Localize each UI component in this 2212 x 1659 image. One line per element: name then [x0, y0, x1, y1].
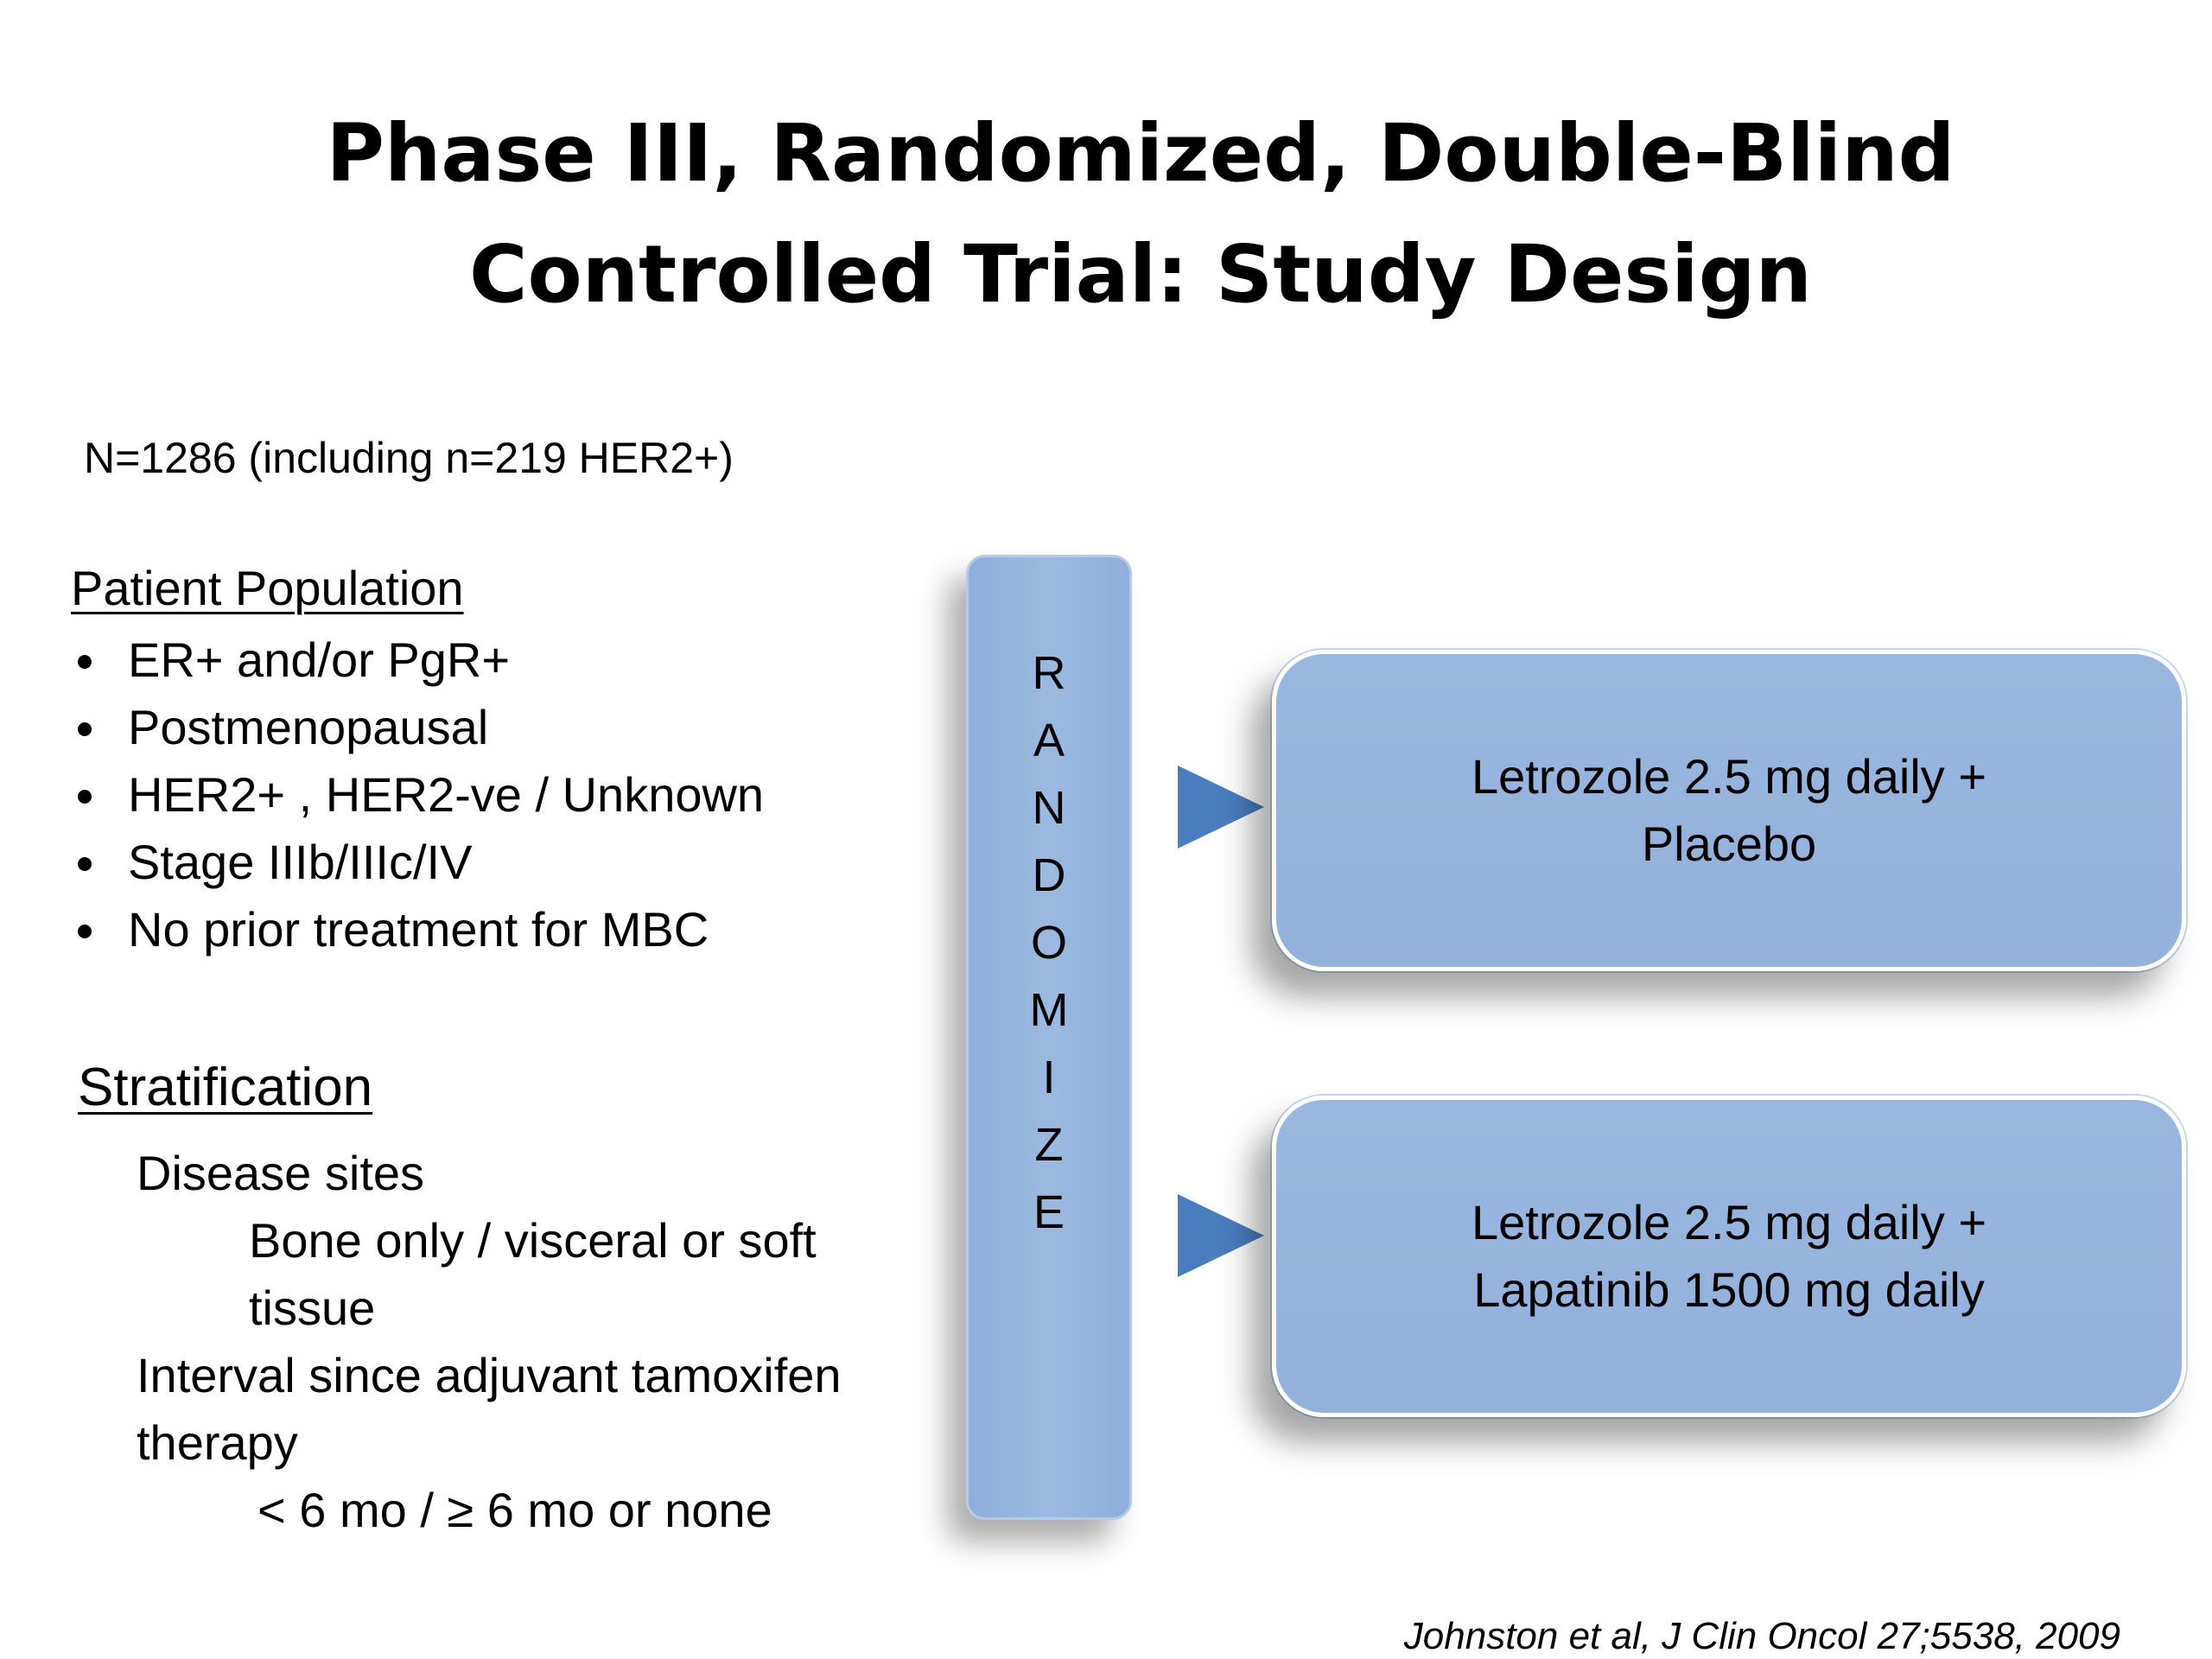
population-item-text: Postmenopausal: [128, 700, 489, 754]
slide-title-line-1: Phase III, Randomized, Double-Blind: [326, 107, 1955, 200]
stratification-levels-interval: < 6 mo / ≥ 6 mo or none: [257, 1483, 772, 1537]
arm-1-arrow-icon: [1178, 766, 1264, 849]
stratification-factor-interval-line-2: therapy: [137, 1415, 298, 1470]
stratification-factor-disease-sites: Disease sites: [137, 1146, 425, 1200]
randomize-bar: R A N D O M I Z E: [966, 555, 1132, 1520]
arm-2-arrow-icon: [1178, 1194, 1264, 1277]
arm-2-label: Letrozole 2.5 mg daily + Lapatinib 1500 …: [1471, 1189, 1986, 1324]
randomize-letter: D: [1032, 849, 1066, 901]
bullet-icon: [78, 655, 92, 669]
population-item: Stage IIIb/IIIc/IV: [71, 829, 764, 896]
bullet-icon: [78, 925, 92, 938]
population-item-text: HER2+ , HER2-ve / Unknown: [128, 767, 765, 822]
arm-1-label: Letrozole 2.5 mg daily + Placebo: [1471, 743, 1986, 878]
randomize-letter: R: [1032, 647, 1066, 699]
randomize-letter: I: [1042, 1052, 1056, 1103]
bullet-icon: [78, 790, 92, 804]
population-item-text: ER+ and/or PgR+: [128, 632, 511, 687]
randomize-letter: A: [1033, 715, 1065, 766]
population-item: No prior treatment for MBC: [71, 896, 764, 963]
randomize-letter: M: [1029, 984, 1069, 1036]
population-item: ER+ and/or PgR+: [71, 626, 764, 694]
population-item-text: No prior treatment for MBC: [128, 902, 709, 957]
slide-title: Phase III, Randomized, Double-Blind Cont…: [0, 93, 2212, 335]
arm-1-line-1: Letrozole 2.5 mg daily +: [1471, 749, 1987, 804]
randomize-letter: Z: [1034, 1119, 1064, 1171]
arm-1-line-2: Placebo: [1641, 817, 1817, 871]
stratification-heading: Stratification: [78, 1058, 373, 1117]
arm-1-box: Letrozole 2.5 mg daily + Placebo: [1272, 650, 2186, 971]
randomize-letter: N: [1032, 782, 1066, 834]
citation: Johnston et al, J Clin Oncol 27;5538, 20…: [1403, 1615, 2120, 1657]
arm-2-line-1: Letrozole 2.5 mg daily +: [1471, 1195, 1987, 1249]
population-item-text: Stage IIIb/IIIc/IV: [128, 835, 473, 889]
enrollment-count: N=1286 (including n=219 HER2+): [84, 434, 734, 482]
slide-title-line-2: Controlled Trial: Study Design: [468, 228, 1813, 321]
stratification-factor-interval-line-1: Interval since adjuvant tamoxifen: [137, 1348, 842, 1402]
bullet-icon: [78, 857, 92, 871]
arm-2-box: Letrozole 2.5 mg daily + Lapatinib 1500 …: [1272, 1096, 2186, 1417]
bullet-icon: [78, 722, 92, 736]
patient-population-list: ER+ and/or PgR+ Postmenopausal HER2+ , H…: [71, 626, 764, 963]
randomize-letter: O: [1030, 917, 1067, 969]
population-item: Postmenopausal: [71, 694, 764, 761]
arm-2-line-2: Lapatinib 1500 mg daily: [1473, 1262, 1985, 1317]
stratification-levels-disease-sites-line-2: tissue: [249, 1281, 376, 1335]
randomize-letter: E: [1033, 1186, 1065, 1238]
stratification-levels-disease-sites-line-1: Bone only / visceral or soft: [249, 1213, 817, 1268]
randomize-label: R A N D O M I Z E: [969, 639, 1129, 1246]
patient-population-heading: Patient Population: [71, 561, 464, 615]
population-item: HER2+ , HER2-ve / Unknown: [71, 761, 764, 829]
